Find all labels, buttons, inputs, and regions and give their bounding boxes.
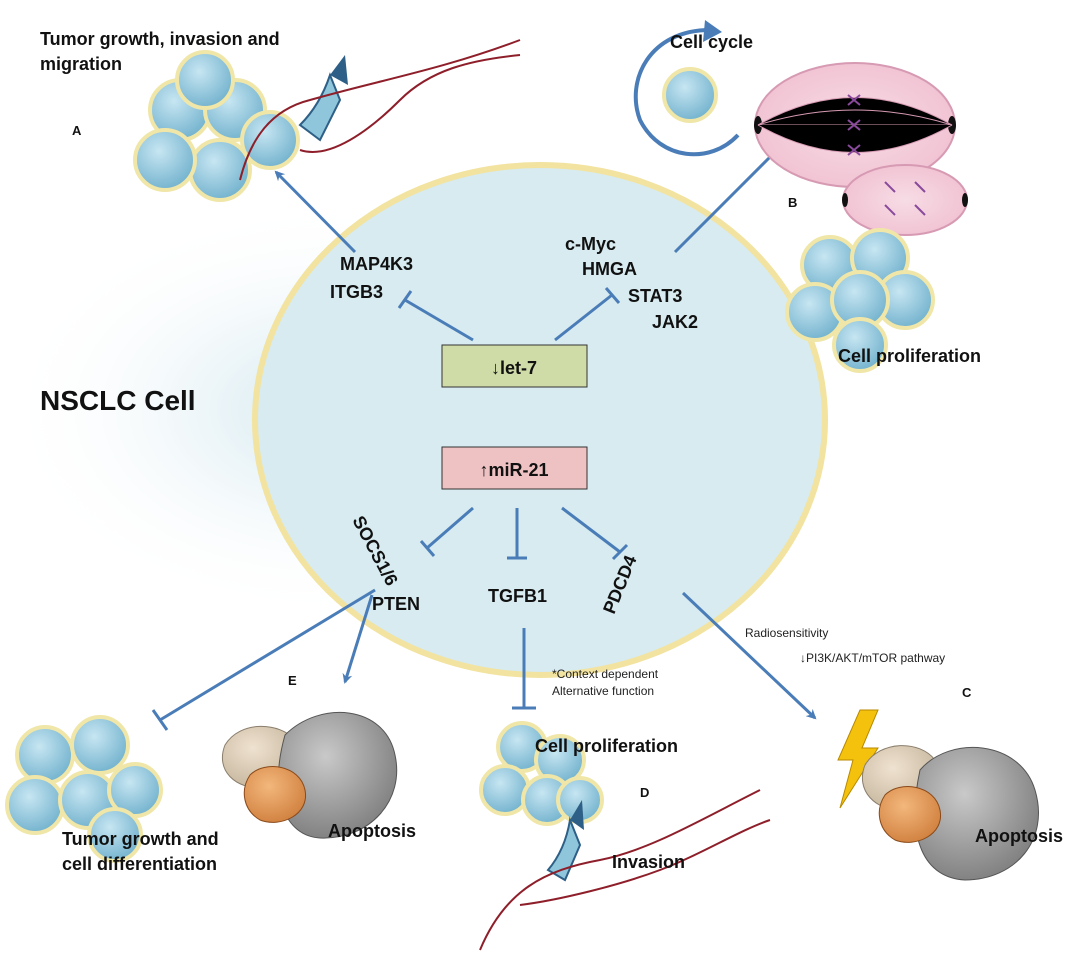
gene-pten: PTEN [372,594,420,614]
panel-a-title-line2: migration [40,54,122,74]
panel-b-illustration [633,20,968,373]
panel-d-cell-proliferation: Cell proliferation [535,736,678,756]
panel-c-illustration [837,709,1039,881]
panel-e-illustration [5,712,398,863]
panel-d-invasion: Invasion [612,852,685,872]
mir21-box [441,446,588,490]
let7-to-stat3-inhibition [554,293,613,342]
nsclc-cell-label: NSCLC Cell [40,385,196,416]
panel-e-title-line2: cell differentiation [62,854,217,874]
panel-a-illustration [133,39,521,202]
lightning-icon [837,709,879,809]
arrow-to-panel-c [681,591,817,720]
mir21-inhibitions [419,506,629,561]
gene-hmga: HMGA [582,259,637,279]
gene-map4k3: MAP4K3 [340,254,413,274]
arrow-to-panel-a [274,170,357,254]
gene-stat3: STAT3 [628,286,682,306]
mir21-to-pdcd4-inhibition [561,506,621,554]
arrow-to-panel-b [673,140,787,254]
let7-label: ↓let-7 [491,358,537,378]
panel-d-context-line2: Alternative function [552,684,654,698]
mir21-to-socs-inhibition [426,506,474,550]
panel-c-pi3k: ↓PI3K/AKT/mTOR pathway [800,651,945,665]
let7-box [441,344,588,388]
gene-cmyc: c-Myc [565,234,616,254]
panel-b-letter: B [788,195,797,210]
mir21-label: ↑miR-21 [479,460,548,480]
let7-inhibitions [397,287,621,342]
nsclc-cell-body [252,162,828,678]
socs-to-tumor-diff-inhibition [159,588,376,722]
gene-tgfb1: TGFB1 [488,586,547,606]
let7-to-itgb3-inhibition [404,298,474,342]
panel-d-letter: D [640,785,649,800]
panel-c-apoptosis: Apoptosis [975,826,1063,846]
panel-c-radiosensitivity: Radiosensitivity [745,626,828,640]
panel-d-context-line1: *Context dependent [552,667,659,681]
panel-b-cell-cycle: Cell cycle [670,32,753,52]
panel-d-illustration [479,721,771,951]
arrow-to-apoptosis-e [342,594,374,684]
panel-c-letter: C [962,685,972,700]
gene-jak2: JAK2 [652,312,698,332]
gene-itgb3: ITGB3 [330,282,383,302]
panel-e-apoptosis: Apoptosis [328,821,416,841]
outgoing-arrows [151,140,817,731]
panel-b-cell-proliferation: Cell proliferation [838,346,981,366]
panel-a-title-line1: Tumor growth, invasion and [40,29,280,49]
panel-a-letter: A [72,123,82,138]
panel-e-title-line1: Tumor growth and [62,829,219,849]
panel-e-letter: E [288,673,297,688]
